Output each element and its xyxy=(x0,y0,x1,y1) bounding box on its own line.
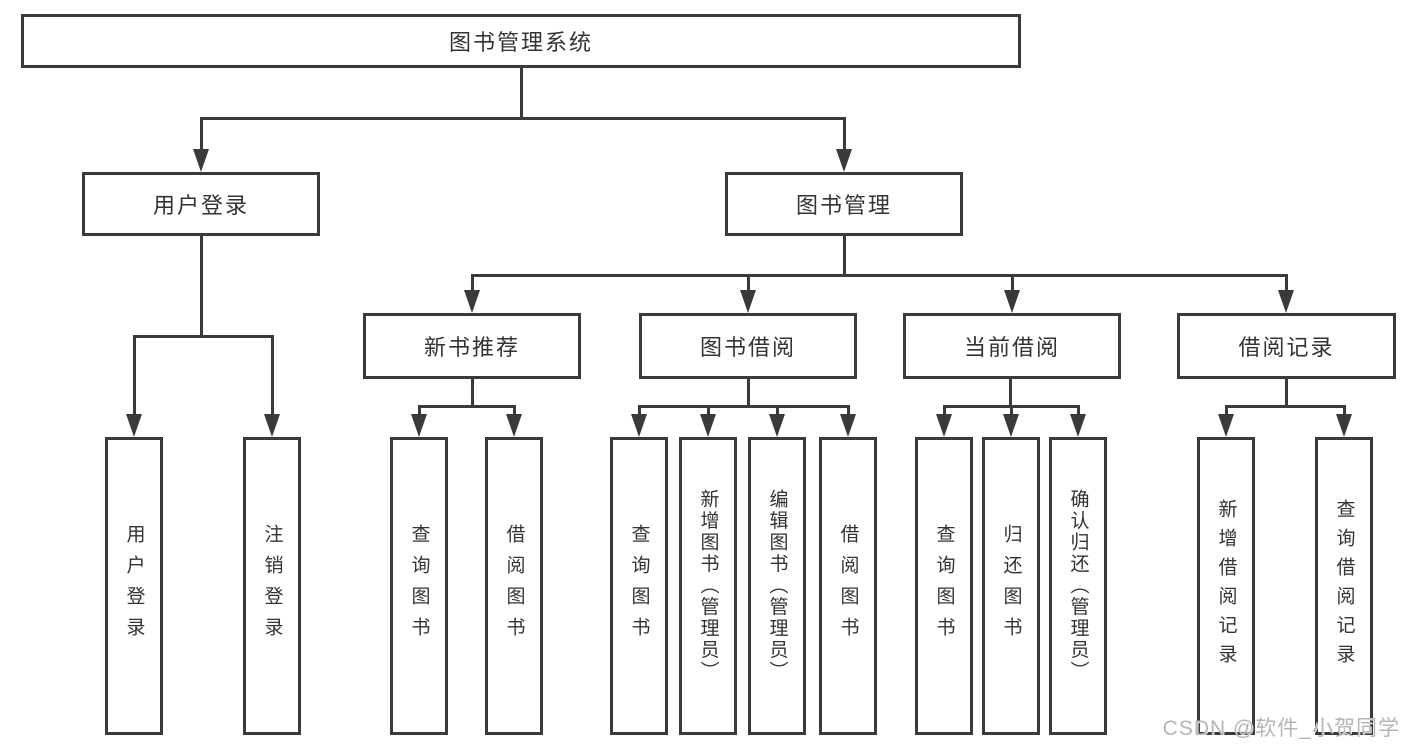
leaf-label: 查询图书 xyxy=(408,524,430,648)
node-current-borrowing: 当前借阅 xyxy=(903,313,1121,379)
connector-arrow xyxy=(631,414,647,437)
connector-hline xyxy=(199,117,846,120)
connector-arrow xyxy=(1003,414,1019,437)
node-label: 图书管理系统 xyxy=(448,30,593,55)
leaf-label: 新增借阅记录 xyxy=(1215,499,1237,673)
node-library-system: 图书管理系统 xyxy=(21,14,1021,68)
node-label: 图书管理 xyxy=(795,193,892,218)
connector-vline xyxy=(746,379,750,407)
connector-arrow xyxy=(836,149,852,172)
connector-arrow xyxy=(193,149,209,172)
connector-hline xyxy=(637,404,850,408)
connector-vline xyxy=(842,118,846,152)
connector-vline xyxy=(519,68,523,118)
leaf-label: 归还图书 xyxy=(1000,524,1022,648)
connector-arrow xyxy=(411,414,427,437)
connector-vline xyxy=(846,406,850,417)
leaf-bb-edit-book-admin: 编辑图书（管理员） xyxy=(748,437,806,735)
connector-arrow xyxy=(264,414,280,437)
leaf-nbr-borrow-books: 借阅图书 xyxy=(485,437,543,735)
connector-vline xyxy=(1342,406,1346,417)
connector-vline xyxy=(1009,406,1013,417)
connector-arrow xyxy=(1278,290,1294,313)
connector-vline xyxy=(470,379,474,407)
connector-vline xyxy=(842,236,846,276)
leaf-bb-add-book-admin: 新增图书（管理员） xyxy=(679,437,737,735)
connector-vline xyxy=(417,406,421,417)
connector-arrow xyxy=(464,290,480,313)
node-label: 当前借阅 xyxy=(963,335,1060,360)
connector-arrow xyxy=(1070,414,1086,437)
node-label: 新书推荐 xyxy=(423,335,520,360)
connector-vline xyxy=(1076,406,1080,417)
connector-arrow xyxy=(700,414,716,437)
leaf-nbr-query-books: 查询图书 xyxy=(390,437,448,735)
leaf-label: 新增图书（管理员） xyxy=(697,489,719,683)
connector-vline xyxy=(270,336,274,417)
connector-vline xyxy=(1224,406,1228,417)
connector-vline xyxy=(775,406,779,417)
watermark: CSDN @软件_小贺同学 xyxy=(1162,717,1400,740)
connector-vline xyxy=(637,406,641,417)
connector-vline xyxy=(1284,275,1288,293)
connector-vline xyxy=(1284,379,1288,407)
leaf-label: 确认归还（管理员） xyxy=(1067,489,1089,683)
leaf-bb-query-books: 查询图书 xyxy=(610,437,668,735)
connector-vline xyxy=(132,336,136,417)
leaf-cb-confirm-return-admin: 确认归还（管理员） xyxy=(1049,437,1107,735)
connector-vline xyxy=(199,118,203,152)
leaf-cb-query-books: 查询图书 xyxy=(915,437,973,735)
connector-hline xyxy=(132,334,274,338)
connector-arrow xyxy=(1336,414,1352,437)
connector-arrow xyxy=(1218,414,1234,437)
node-book-borrowing: 图书借阅 xyxy=(639,313,857,379)
connector-arrow xyxy=(840,414,856,437)
connector-vline xyxy=(470,275,474,293)
connector-arrow xyxy=(769,414,785,437)
leaf-label: 借阅图书 xyxy=(503,524,525,648)
node-label: 图书借阅 xyxy=(699,335,796,360)
connector-arrow xyxy=(936,414,952,437)
connector-arrow xyxy=(740,290,756,313)
node-borrowing-records: 借阅记录 xyxy=(1177,313,1396,379)
connector-hline xyxy=(470,274,1288,277)
leaf-label: 查询借阅记录 xyxy=(1333,499,1355,673)
leaf-label: 编辑图书（管理员） xyxy=(766,489,788,683)
connector-arrow xyxy=(506,414,522,437)
connector-vline xyxy=(706,406,710,417)
leaf-br-add-record: 新增借阅记录 xyxy=(1197,437,1255,735)
leaf-label: 注销登录 xyxy=(261,524,283,648)
leaf-label: 用户登录 xyxy=(123,524,145,648)
leaf-user-login: 用户登录 xyxy=(105,437,163,735)
connector-arrow xyxy=(126,414,142,437)
leaf-label: 查询图书 xyxy=(628,524,650,648)
connector-vline xyxy=(942,406,946,417)
connector-vline xyxy=(199,236,203,337)
connector-hline xyxy=(417,404,516,408)
leaf-bb-borrow-books: 借阅图书 xyxy=(819,437,877,735)
node-label: 用户登录 xyxy=(152,193,249,218)
leaf-label: 借阅图书 xyxy=(837,524,859,648)
connector-vline xyxy=(1008,379,1012,407)
connector-vline xyxy=(512,406,516,417)
connector-hline xyxy=(1224,404,1346,408)
connector-vline xyxy=(1010,275,1014,293)
leaf-br-query-record: 查询借阅记录 xyxy=(1315,437,1373,735)
leaf-label: 查询图书 xyxy=(933,524,955,648)
connector-vline xyxy=(746,275,750,293)
node-user-login: 用户登录 xyxy=(82,172,320,236)
connector-arrow xyxy=(1004,290,1020,313)
node-new-book-recommend: 新书推荐 xyxy=(363,313,581,379)
leaf-logout: 注销登录 xyxy=(243,437,301,735)
node-label: 借阅记录 xyxy=(1238,335,1335,360)
leaf-cb-return-book: 归还图书 xyxy=(982,437,1040,735)
node-book-management: 图书管理 xyxy=(725,172,963,236)
